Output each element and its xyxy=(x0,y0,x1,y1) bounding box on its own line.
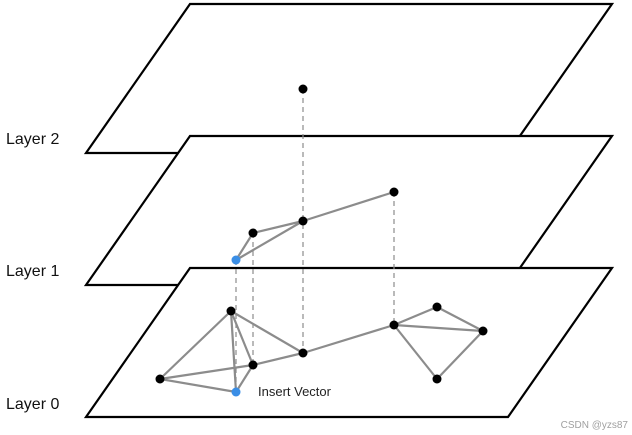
layer-1-node xyxy=(389,187,399,197)
edge xyxy=(159,363,254,381)
layer-0-node xyxy=(248,360,258,370)
edge xyxy=(235,220,304,261)
layer-1-inserted-node xyxy=(231,255,241,265)
watermark: CSDN @yzs87 xyxy=(561,420,629,431)
layer-1-node xyxy=(248,228,258,238)
layer-0-label: Layer 0 xyxy=(6,396,59,413)
edge xyxy=(393,323,484,333)
insert-vector-label: Insert Vector xyxy=(258,384,332,399)
edge xyxy=(159,377,237,394)
layer-1-edges xyxy=(235,190,395,261)
edge xyxy=(302,190,395,223)
layer-1-plane xyxy=(83,134,615,287)
edge xyxy=(302,323,395,355)
layer-0-inserted-node xyxy=(231,387,241,397)
layer-0-node xyxy=(298,348,308,358)
layer-0-node xyxy=(432,302,442,312)
layer-0-edges xyxy=(159,305,484,394)
edge xyxy=(159,310,232,380)
edge xyxy=(252,351,304,367)
edge xyxy=(235,232,254,261)
edge xyxy=(235,364,254,393)
layer-0-node xyxy=(432,374,442,384)
layer-2-plane xyxy=(83,2,615,155)
edge xyxy=(229,310,238,393)
edge xyxy=(436,330,484,380)
edge xyxy=(393,305,438,327)
layer-1-node xyxy=(298,216,308,226)
edge xyxy=(230,310,304,354)
layer-2-label: Layer 2 xyxy=(6,131,59,148)
edge xyxy=(252,219,304,235)
layer-0-node xyxy=(389,320,399,330)
layer-2-node xyxy=(298,84,308,94)
layer-0-plane xyxy=(83,266,615,419)
layer-1-label: Layer 1 xyxy=(6,263,59,280)
layer-0-node xyxy=(155,374,165,384)
layer-0-node xyxy=(226,306,236,316)
edge xyxy=(436,306,484,332)
edge xyxy=(229,310,255,366)
layer-0-node xyxy=(478,326,488,336)
edge xyxy=(393,324,438,380)
